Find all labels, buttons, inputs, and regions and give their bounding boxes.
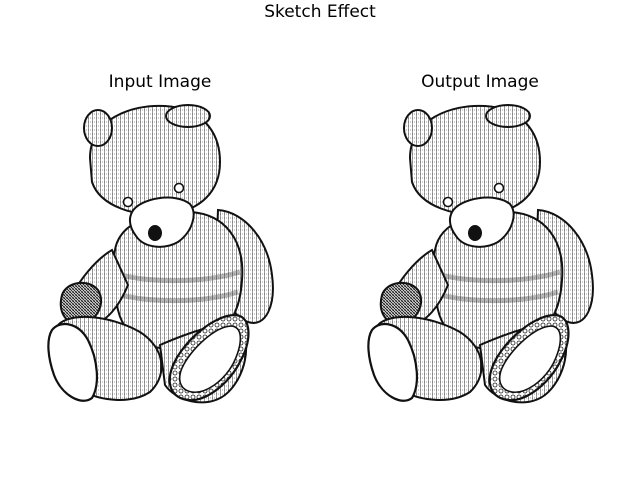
output-image-title: Output Image (421, 72, 539, 92)
input-bear-image (40, 100, 280, 410)
output-bear-image (360, 100, 600, 410)
input-panel: Input Image (40, 72, 280, 412)
input-image-title: Input Image (108, 72, 212, 92)
output-panel: Output Image (360, 72, 600, 412)
figure-title: Sketch Effect (264, 2, 376, 22)
